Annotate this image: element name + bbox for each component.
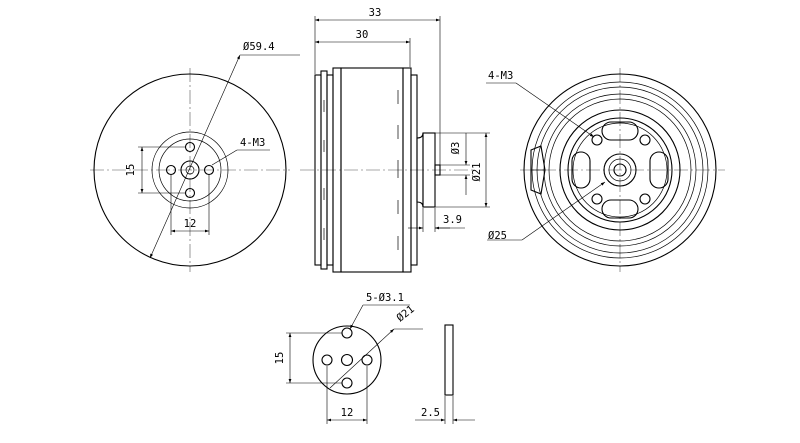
front-diameter-label: Ø59.4 xyxy=(243,41,275,53)
plate-hole xyxy=(340,353,354,367)
plate-diameter-label: Ø21 xyxy=(394,303,416,324)
plate-hole xyxy=(341,327,353,339)
mounting-plate-front: 5-Ø3.1 Ø21 15 12 xyxy=(274,292,423,424)
front-vertical-dim: 15 xyxy=(125,164,137,177)
front-horizontal-dim: 12 xyxy=(184,218,197,230)
rear-slot xyxy=(601,121,639,141)
plate-holes-label: 5-Ø3.1 xyxy=(366,292,404,304)
rear-slot xyxy=(649,151,669,189)
front-thread-label: 4-M3 xyxy=(240,137,265,149)
plate-outer-circle xyxy=(312,325,382,395)
rear-thread-label: 4-M3 xyxy=(488,70,513,82)
shaft-diameter-dim: Ø3 xyxy=(450,142,462,155)
shaft xyxy=(434,164,441,176)
plate-vertical-dim: 15 xyxy=(274,352,286,365)
rear-screw-hole xyxy=(639,134,651,146)
rear-view: 4-M3 Ø25 xyxy=(486,68,725,272)
front-view: Ø59.4 4-M3 15 12 xyxy=(90,41,300,272)
plate-hole xyxy=(321,354,333,366)
plate-side-profile xyxy=(444,324,454,396)
mounting-plate-side: 2.5 xyxy=(415,324,475,424)
plate-hole xyxy=(341,377,353,389)
body-length-dim: 30 xyxy=(356,29,369,41)
rear-screw-hole xyxy=(639,193,651,205)
boss-diameter-dim: Ø21 xyxy=(471,163,483,182)
plate-hole xyxy=(361,354,373,366)
rear-slot xyxy=(571,151,591,189)
rear-diameter-label: Ø25 xyxy=(488,230,507,242)
boss-length-dim: 3.9 xyxy=(443,214,462,226)
plate-thickness-dim: 2.5 xyxy=(421,407,440,419)
side-view: 33 30 Ø3 Ø21 3.9 xyxy=(300,7,490,273)
overall-length-dim: 33 xyxy=(369,7,382,19)
rear-screw-hole xyxy=(591,193,603,205)
plate-horizontal-dim: 12 xyxy=(341,407,354,419)
rear-outer-circle xyxy=(523,73,717,267)
rear-screw-hole xyxy=(591,134,603,146)
rear-slot xyxy=(601,199,639,219)
